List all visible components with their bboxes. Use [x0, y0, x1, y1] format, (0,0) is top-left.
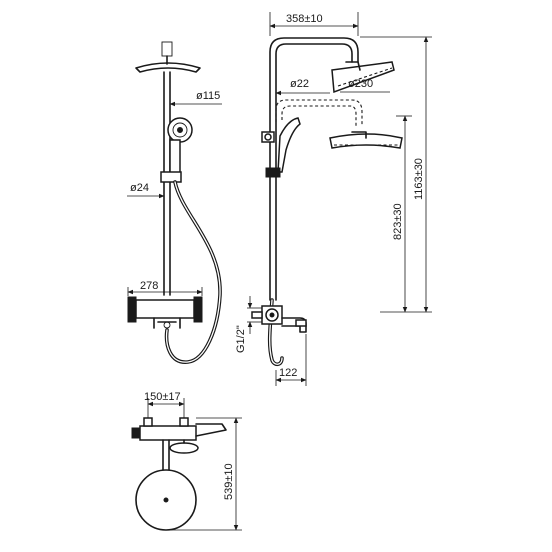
- front-view: [127, 41, 222, 364]
- inlet-thread-label: G1/2": [235, 325, 247, 353]
- front-hose: [164, 180, 222, 364]
- total-height-label: 1163±30: [413, 158, 425, 200]
- front-rain-head: [135, 41, 201, 73]
- valve-width-label: 278: [140, 280, 158, 292]
- side-top-arm: [269, 37, 359, 301]
- mid-height-label: 823±30: [392, 203, 404, 240]
- spout-length-label: 122: [279, 367, 297, 379]
- head-dia-label: ø230: [348, 78, 373, 90]
- side-alternate-arm: [275, 99, 363, 126]
- side-rain-head-lower: [329, 131, 403, 149]
- bottom-valve-body: [131, 417, 227, 454]
- hand-shower-dia-label: ø115: [196, 90, 220, 102]
- front-dimensions: ø115 ø24 278: [127, 90, 222, 296]
- side-dimensions: 358±10 ø22 ø230 823±30 1163±30 G1/2" 122: [235, 12, 432, 386]
- front-hand-shower: [160, 117, 193, 183]
- top-reach-label: 358±10: [286, 13, 323, 25]
- side-hand-shower: [261, 117, 301, 178]
- bottom-height-label: 539±10: [223, 463, 235, 500]
- bottom-dimensions: 150±17 539±10: [144, 391, 242, 531]
- centers-label: 150±17: [144, 391, 181, 403]
- side-rain-head-upper: [331, 61, 395, 94]
- front-riser-rod: [163, 71, 171, 296]
- side-valve: [251, 305, 307, 333]
- pipe-dia-label: ø22: [290, 78, 309, 90]
- bottom-view: [131, 417, 227, 531]
- front-thermostatic-valve: [127, 296, 203, 329]
- rod-dia-label: ø24: [130, 182, 149, 194]
- bottom-riser-and-head: [135, 439, 197, 531]
- side-view: [251, 37, 403, 367]
